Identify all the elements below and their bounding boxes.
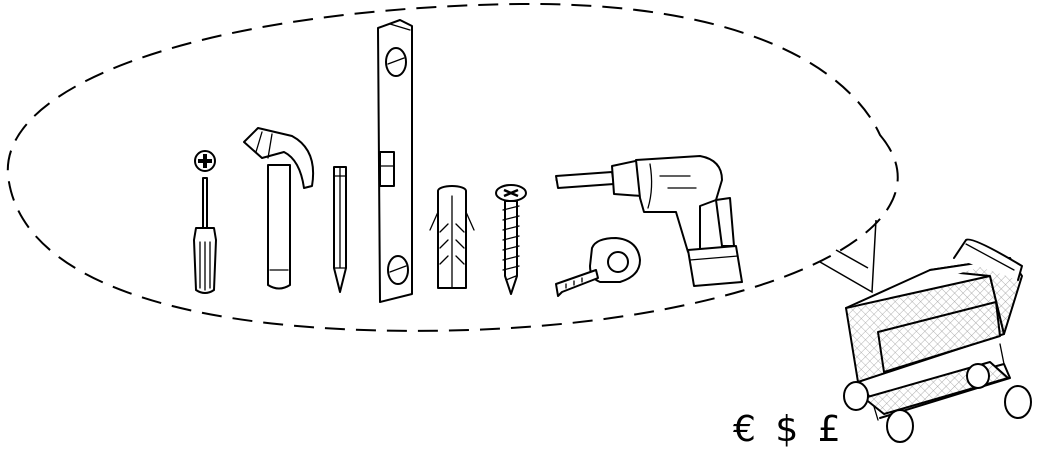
pencil-icon — [334, 167, 346, 292]
screw-icon — [496, 185, 526, 294]
screwdriver-icon — [194, 151, 216, 293]
shopping-cart-icon — [844, 240, 1031, 442]
currency-symbols: € $ £ — [733, 412, 845, 448]
cordless-drill-icon — [556, 156, 742, 286]
spirit-level-icon — [378, 20, 412, 302]
wall-plug-icon — [430, 186, 474, 288]
tape-measure-icon — [556, 238, 640, 296]
hammer-icon — [244, 128, 313, 289]
